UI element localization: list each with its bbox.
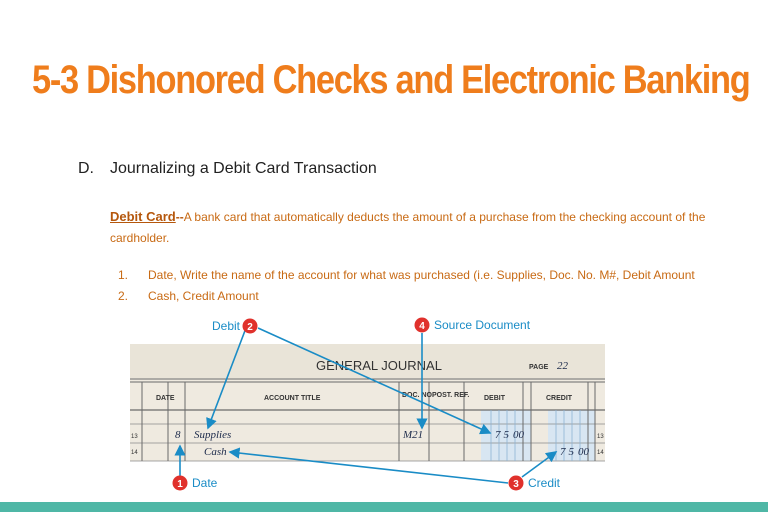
steps-list: 1. Date, Write the name of the account fo… <box>118 268 695 310</box>
number-badge <box>172 475 188 491</box>
list-item: 1. Date, Write the name of the account fo… <box>118 268 695 289</box>
section-letter: D. <box>78 160 94 177</box>
entry-debit-dollars: 75 <box>495 429 512 441</box>
definition-paragraph: Debit Card--A bank card that automatical… <box>110 206 740 249</box>
page-label: PAGE <box>529 364 549 371</box>
row-number: 13 <box>597 434 604 440</box>
row-number: 13 <box>131 434 138 440</box>
number-badge <box>508 475 524 491</box>
header-credit: CREDIT <box>546 395 573 402</box>
callout-label: Debit <box>212 319 241 333</box>
callout-3: 3 Credit <box>508 475 561 491</box>
callout-4: 4 Source Document <box>414 317 531 333</box>
header-date: DATE <box>156 395 175 402</box>
callout-label: Credit <box>528 476 561 490</box>
definition-text: A bank card that automatically deducts t… <box>110 210 706 245</box>
header-account: ACCOUNT TITLE <box>264 395 321 402</box>
list-item-text: Date, Write the name of the account for … <box>148 268 695 282</box>
list-item-text: Cash, Credit Amount <box>148 289 259 303</box>
journal-title-band <box>130 344 605 378</box>
callout-label: Source Document <box>434 318 531 332</box>
badge-number: 2 <box>247 322 253 333</box>
entry-account: Cash <box>204 446 227 458</box>
list-item: 2. Cash, Credit Amount <box>118 289 695 310</box>
callout-2: 2 Debit <box>212 318 258 334</box>
badge-number: 3 <box>513 479 519 490</box>
section-heading-text: Journalizing a Debit Card Transaction <box>110 160 377 177</box>
entry-day: 8 <box>175 429 181 441</box>
number-badge <box>242 318 258 334</box>
entry-credit-cents: 00 <box>578 446 590 458</box>
list-item-number: 2. <box>118 289 129 303</box>
badge-number: 4 <box>419 321 425 332</box>
entry-credit-dollars: 75 <box>560 446 577 458</box>
row-number: 14 <box>131 450 138 456</box>
row-number: 14 <box>597 450 604 456</box>
page-title: 5-3 Dishonored Checks and Electronic Ban… <box>32 58 751 102</box>
header-doc: DOC. NO. <box>402 392 434 399</box>
footer-bar <box>0 502 768 512</box>
entry-debit-cents: 00 <box>513 429 525 441</box>
entry-doc: M21 <box>402 429 423 441</box>
definition-term: Debit Card <box>110 209 176 224</box>
journal-title: GENERAL JOURNAL <box>316 358 442 373</box>
page-number: 22 <box>557 360 569 372</box>
definition-separator: -- <box>175 210 184 224</box>
callout-label: Date <box>192 476 218 490</box>
digit-lines <box>490 410 581 461</box>
entry-account: Supplies <box>194 429 231 441</box>
header-post: POST. REF. <box>432 392 469 399</box>
callout-arrows <box>174 327 558 484</box>
list-item-number: 1. <box>118 268 129 282</box>
callout-1: 1 Date <box>172 475 218 491</box>
section-heading: D. Journalizing a Debit Card Transaction <box>78 160 377 178</box>
badge-number: 1 <box>177 479 183 490</box>
number-badge <box>414 317 430 333</box>
header-debit: DEBIT <box>484 395 506 402</box>
